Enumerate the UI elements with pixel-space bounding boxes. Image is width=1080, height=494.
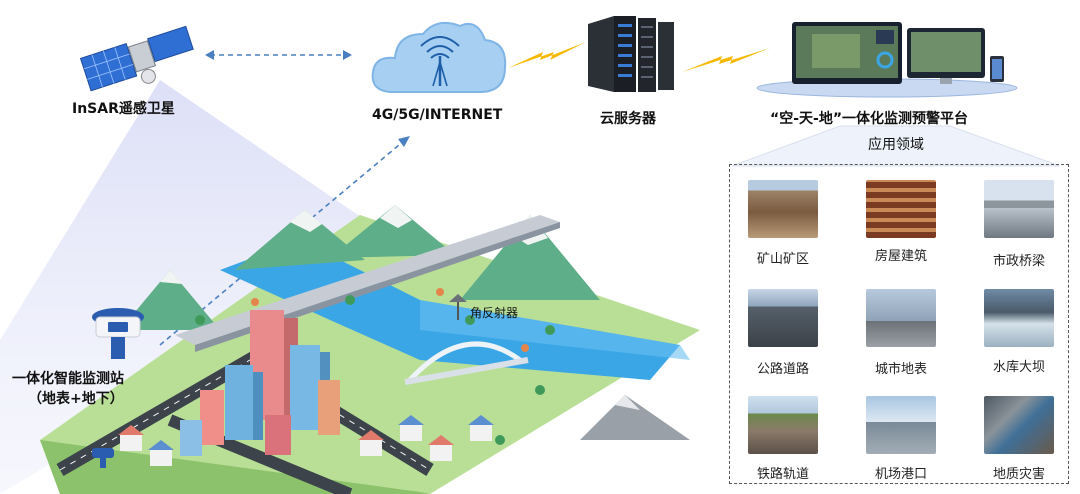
station-label: 一体化智能监测站 (12, 371, 124, 387)
corner-reflector-icon (449, 294, 467, 320)
railway-image (748, 396, 818, 454)
application-label-airport: 机场港口 (874, 467, 927, 482)
bridge-image (984, 180, 1054, 238)
application-label-disaster: 地质灾害 (992, 467, 1045, 482)
ground-sensor-icon (92, 448, 114, 468)
highway-image (748, 289, 818, 347)
cloud-icon (371, 21, 507, 93)
application-connector (731, 125, 1061, 167)
application-label-bridge: 市政桥梁 (992, 254, 1045, 269)
application-label-mine: 矿山矿区 (756, 252, 809, 267)
city-image (866, 289, 936, 347)
dam-image (984, 289, 1054, 347)
reflector-label: 角反射器 (470, 306, 519, 320)
server-icon (588, 16, 674, 92)
satellite-label: InSAR遥感卫星 (72, 101, 175, 117)
platform-devices-icon (756, 22, 1018, 98)
application-panel (729, 164, 1069, 484)
application-label-dam: 水库大坝 (992, 360, 1045, 375)
monitoring-station-icon (92, 308, 144, 359)
server-label: 云服务器 (600, 111, 656, 127)
station-sublabel: （地表+地下） (28, 391, 124, 407)
building-image (866, 180, 936, 238)
lightning-icon (682, 48, 770, 72)
mine-image (748, 180, 818, 238)
airport-image (866, 396, 936, 454)
landscape-illustration (40, 205, 700, 494)
platform-label: “空-天-地”一体化监测预警平台 (770, 111, 969, 127)
disaster-image (984, 396, 1054, 454)
application-label-railway: 铁路轨道 (756, 467, 809, 482)
application-label-building: 房屋建筑 (874, 249, 927, 264)
satellite-icon (79, 25, 194, 92)
network-label: 4G/5G/INTERNET (372, 107, 503, 123)
application-title: 应用领域 (868, 137, 924, 153)
lightning-icon (508, 42, 586, 68)
application-label-city: 城市地表 (874, 362, 927, 377)
application-label-highway: 公路道路 (756, 362, 809, 377)
